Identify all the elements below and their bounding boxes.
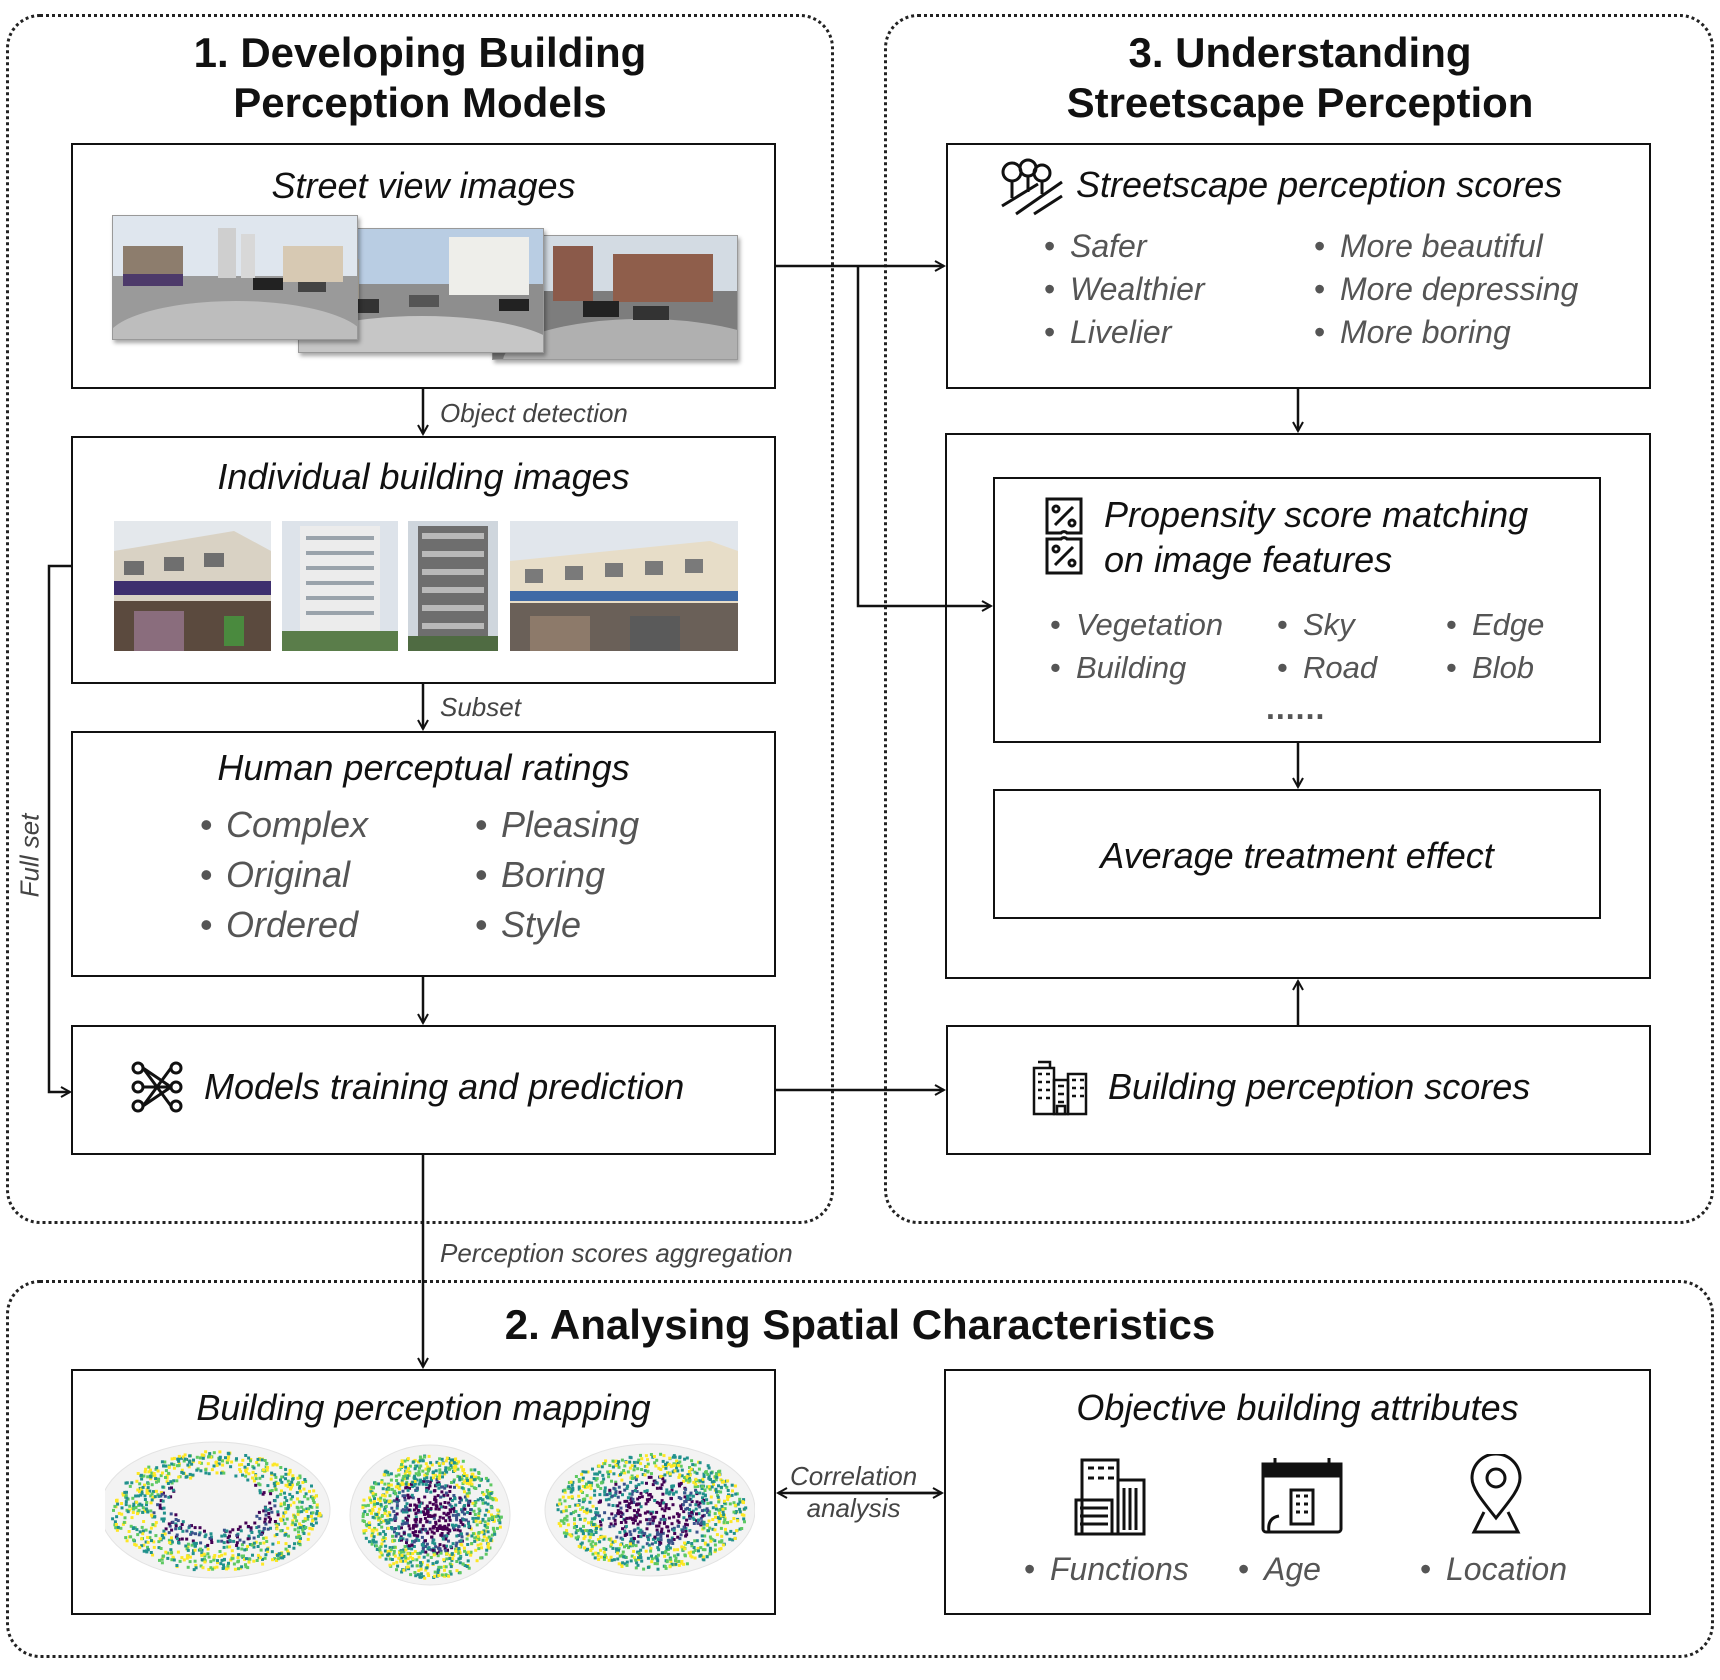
panel1-title-line1: 1. Developing Building	[193, 29, 647, 76]
list-item: Building	[1050, 646, 1223, 689]
ratings-left-list: Complex Original Ordered	[200, 800, 368, 950]
street-view-photo-1	[112, 215, 358, 340]
office-building-icon	[1074, 1458, 1146, 1536]
correlation-line2: analysis	[806, 1493, 901, 1523]
features-col3: Edge Blob	[1446, 603, 1544, 689]
building-photo-3	[408, 521, 498, 651]
ate-title: Average treatment effect	[1100, 835, 1494, 876]
list-item: Road	[1277, 646, 1377, 689]
list-item: Safer	[1044, 225, 1205, 268]
list-item: Style	[475, 900, 639, 950]
building-photo-2	[282, 521, 398, 651]
attribute-location: Location	[1420, 1551, 1567, 1588]
list-item: Edge	[1446, 603, 1544, 646]
panel1-title-line2: Perception Models	[233, 79, 607, 126]
calendar-building-icon	[1261, 1458, 1343, 1534]
city-buildings-icon	[1032, 1060, 1088, 1116]
ate-box: Average treatment effect	[993, 789, 1601, 919]
map-middle	[349, 1444, 511, 1586]
psm-title-line1: Propensity score matching	[1104, 494, 1529, 535]
features-col2: Sky Road	[1277, 603, 1377, 689]
panel2-title: 2. Analysing Spatial Characteristics	[504, 1301, 1216, 1348]
features-col1: Vegetation Building	[1050, 603, 1223, 689]
list-item: Original	[200, 850, 368, 900]
list-item: Ordered	[200, 900, 368, 950]
models-training-title: Models training and prediction	[204, 1066, 685, 1107]
list-item: Vegetation	[1050, 603, 1223, 646]
panel-understanding-streetscape	[884, 14, 1714, 1224]
streetscape-scores-title: Streetscape perception scores	[1076, 164, 1563, 205]
list-item: Blob	[1446, 646, 1544, 689]
correlation-line1: Correlation	[790, 1461, 918, 1491]
panel3-title-line1: 3. Understanding	[1128, 29, 1472, 76]
individual-buildings-title: Individual building images	[217, 456, 630, 497]
map-left	[105, 1441, 331, 1579]
panel-developing-models	[6, 14, 834, 1224]
objective-attributes-title: Objective building attributes	[1076, 1387, 1519, 1428]
attribute-functions: Functions	[1024, 1551, 1189, 1588]
features-more: ......	[1266, 690, 1326, 726]
neural-network-icon	[131, 1061, 183, 1113]
list-item: Pleasing	[475, 800, 639, 850]
panel1-title: 1. Developing Building Perception Models	[110, 28, 730, 128]
streetscape-right-list: More beautiful More depressing More bori…	[1314, 225, 1578, 354]
list-item: Livelier	[1044, 311, 1205, 354]
panel-spatial-characteristics	[6, 1280, 1714, 1658]
ratings-right-list: Pleasing Boring Style	[475, 800, 639, 950]
human-ratings-box: Human perceptual ratings	[71, 731, 776, 977]
arrow-streetview-to-psm	[856, 266, 991, 606]
psm-title: Propensity score matching on image featu…	[1104, 492, 1528, 582]
psm-title-line2: on image features	[1104, 539, 1393, 580]
models-training-box	[71, 1025, 776, 1155]
panel3-title: 3. Understanding Streetscape Perception	[1000, 28, 1600, 128]
map-right	[544, 1443, 755, 1577]
arrow-full-set	[47, 564, 71, 1092]
attribute-age: Age	[1238, 1551, 1321, 1588]
percent-puzzle-icon	[1045, 497, 1083, 575]
building-photo-4	[510, 521, 738, 651]
subset-label: Subset	[440, 692, 521, 722]
perception-mapping-title: Building perception mapping	[196, 1387, 651, 1428]
streetscape-left-list: Safer Wealthier Livelier	[1044, 225, 1205, 354]
street-view-title: Street view images	[271, 165, 576, 206]
aggregation-label: Perception scores aggregation	[440, 1238, 793, 1268]
panel3-title-line2: Streetscape Perception	[1066, 79, 1534, 126]
building-scores-title: Building perception scores	[1108, 1066, 1531, 1107]
list-item: More beautiful	[1314, 225, 1578, 268]
building-scores-box	[946, 1025, 1651, 1155]
perception-maps	[105, 1441, 755, 1586]
list-item: Wealthier	[1044, 268, 1205, 311]
object-detection-label: Object detection	[440, 398, 628, 428]
correlation-label: Correlation analysis	[790, 1460, 917, 1524]
list-item: More depressing	[1314, 268, 1578, 311]
building-photo-1	[114, 521, 271, 651]
location-pin-icon	[1470, 1454, 1522, 1534]
street-trees-icon	[1001, 158, 1063, 216]
list-item: More boring	[1314, 311, 1578, 354]
list-item: Sky	[1277, 603, 1377, 646]
human-ratings-title: Human perceptual ratings	[217, 747, 630, 788]
list-item: Complex	[200, 800, 368, 850]
list-item: Boring	[475, 850, 639, 900]
